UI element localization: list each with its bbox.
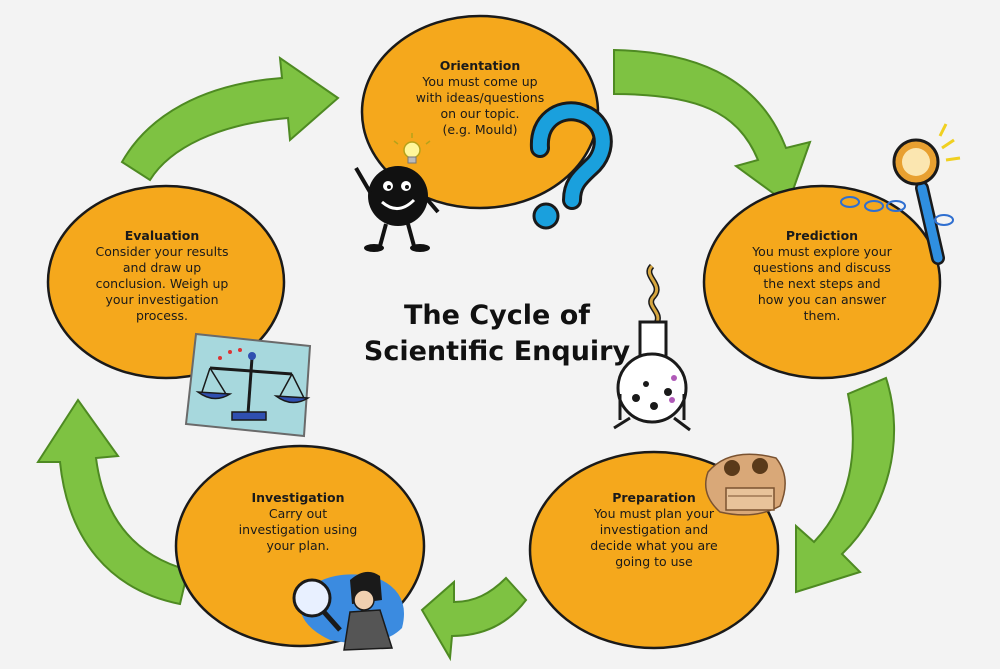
arrow-orientation-to-prediction: [613, 48, 812, 206]
preparation-text: Preparation You must plan your investiga…: [554, 490, 754, 570]
prediction-text: Prediction You must explore your questio…: [722, 228, 922, 324]
lightbulb-icon: [393, 133, 431, 164]
arrow-investigation-to-evaluation: [36, 398, 190, 606]
cycle-arrows: [36, 48, 896, 662]
orientation-line: (e.g. Mould): [442, 122, 518, 137]
evaluation-line: and draw up: [122, 260, 202, 275]
flask-icon: [613, 263, 691, 432]
diagram-title-line2: Scientific Enquiry: [363, 335, 631, 367]
evaluation-ellipse: [46, 184, 286, 380]
detective-icon: [292, 571, 404, 651]
magnifying-glass-icon: [840, 123, 961, 265]
investigation-line: investigation using: [238, 522, 358, 537]
stage-ellipses: [46, 14, 942, 650]
arrow-prediction-to-preparation: [795, 376, 896, 594]
investigation-text: Investigation Carry out investigation us…: [198, 490, 398, 554]
arrow-preparation-to-investigation: [420, 576, 528, 662]
people-working-icon: [705, 453, 786, 516]
prediction-line: questions and discuss: [753, 260, 891, 275]
evaluation-line: process.: [135, 308, 188, 323]
question-mark-icon: [529, 101, 613, 230]
orientation-line: You must come up: [422, 74, 538, 89]
prediction-line: You must explore your: [752, 244, 892, 259]
investigation-line: your plan.: [266, 538, 330, 553]
prediction-line: them.: [803, 308, 841, 323]
preparation-line: going to use: [615, 554, 693, 569]
investigation-line: Carry out: [268, 506, 328, 521]
orientation-title: Orientation: [439, 58, 521, 73]
evaluation-line: Consider your results: [95, 244, 229, 259]
prediction-line: how you can answer: [757, 292, 887, 307]
evaluation-text: Evaluation Consider your results and dra…: [62, 228, 262, 324]
smiley-character-icon: [354, 166, 440, 252]
orientation-text: Orientation You must come up with ideas/…: [382, 58, 578, 138]
preparation-line: You must plan your: [593, 506, 715, 521]
preparation-line: investigation and: [599, 522, 709, 537]
scales-icon: [184, 332, 312, 438]
prediction-title: Prediction: [785, 228, 859, 243]
evaluation-line: your investigation: [105, 292, 219, 307]
diagram-title: The Cycle of Scientific Enquiry: [362, 298, 632, 370]
preparation-title: Preparation: [612, 490, 696, 505]
orientation-line: on our topic.: [440, 106, 520, 121]
prediction-ellipse: [702, 184, 942, 380]
arrow-evaluation-to-orientation: [120, 55, 340, 182]
orientation-line: with ideas/questions: [415, 90, 545, 105]
diagram-title-line1: The Cycle of: [403, 300, 591, 331]
evaluation-title: Evaluation: [124, 228, 200, 243]
investigation-title: Investigation: [251, 490, 345, 505]
preparation-line: decide what you are: [590, 538, 718, 553]
prediction-line: the next steps and: [763, 276, 881, 291]
evaluation-line: conclusion. Weigh up: [95, 276, 229, 291]
